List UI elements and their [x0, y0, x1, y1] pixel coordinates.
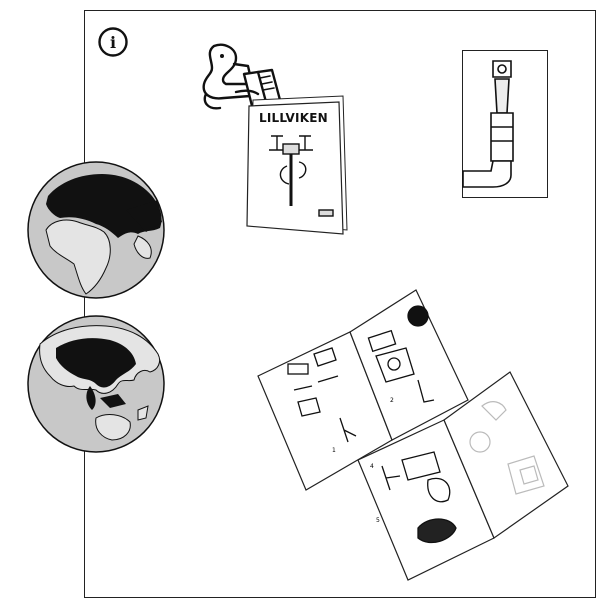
- assembly-manual-booklet: LILLVIKEN: [246, 95, 348, 235]
- manual-title: LILLVIKEN: [259, 111, 328, 125]
- upper-spread-drawings: [287, 305, 435, 475]
- lower-spread-faded-drawings: [469, 401, 545, 495]
- step-4: 4: [370, 463, 374, 470]
- lower-spread: [357, 371, 569, 581]
- drain-pipe-illustration: [462, 60, 514, 188]
- globe-europe-africa: [27, 161, 165, 299]
- svg-text:i: i: [110, 33, 116, 52]
- step-1: 1: [332, 447, 336, 454]
- instruction-booklets-spread: 1 2 4 5: [257, 289, 569, 581]
- step-5: 5: [376, 517, 380, 524]
- pipe-detail-inset: [462, 50, 548, 198]
- lower-spread-drawings: [381, 451, 457, 544]
- globe-asia-oceania: [27, 315, 165, 453]
- info-icon: i: [98, 27, 128, 57]
- step-2: 2: [390, 397, 394, 404]
